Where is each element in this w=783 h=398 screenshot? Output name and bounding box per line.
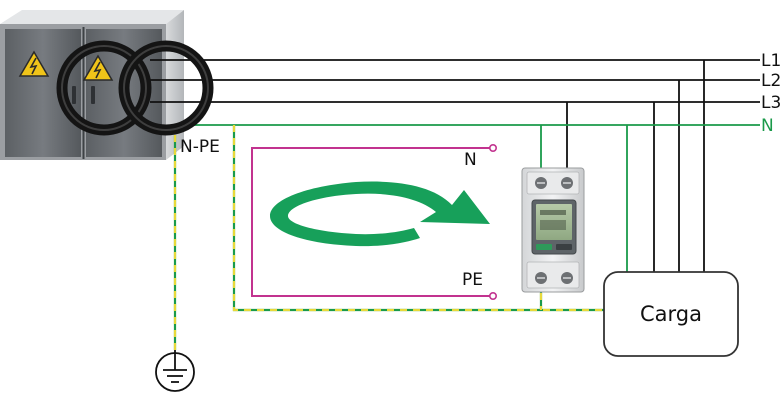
- label-n-pe: N-PE: [180, 137, 220, 157]
- test-loop: [251, 144, 497, 300]
- ground-symbol-icon: [155, 350, 195, 392]
- high-voltage-warning-icon: [18, 50, 50, 77]
- label-n: N: [761, 116, 774, 136]
- label-l3: L3: [761, 93, 781, 113]
- electrical-cabinet-icon: [0, 10, 184, 160]
- label-meter-n: N: [464, 150, 477, 170]
- pe-conductor: [173, 125, 604, 350]
- label-l1: L1: [761, 51, 781, 71]
- label-load: Carga: [640, 302, 702, 326]
- terminal-pe-dot: [488, 291, 497, 300]
- current-transformer-rings-icon: [56, 40, 214, 136]
- neutral-line: [186, 124, 760, 274]
- load-box: [603, 271, 739, 357]
- circular-arrow-icon: [270, 181, 490, 247]
- label-meter-pe: PE: [462, 270, 483, 290]
- din-rail-energy-meter-icon: [521, 167, 585, 293]
- terminal-n-dot: [488, 144, 497, 153]
- phase-lines: [150, 59, 760, 274]
- high-voltage-warning-icon: [82, 54, 114, 81]
- label-l2: L2: [761, 71, 781, 91]
